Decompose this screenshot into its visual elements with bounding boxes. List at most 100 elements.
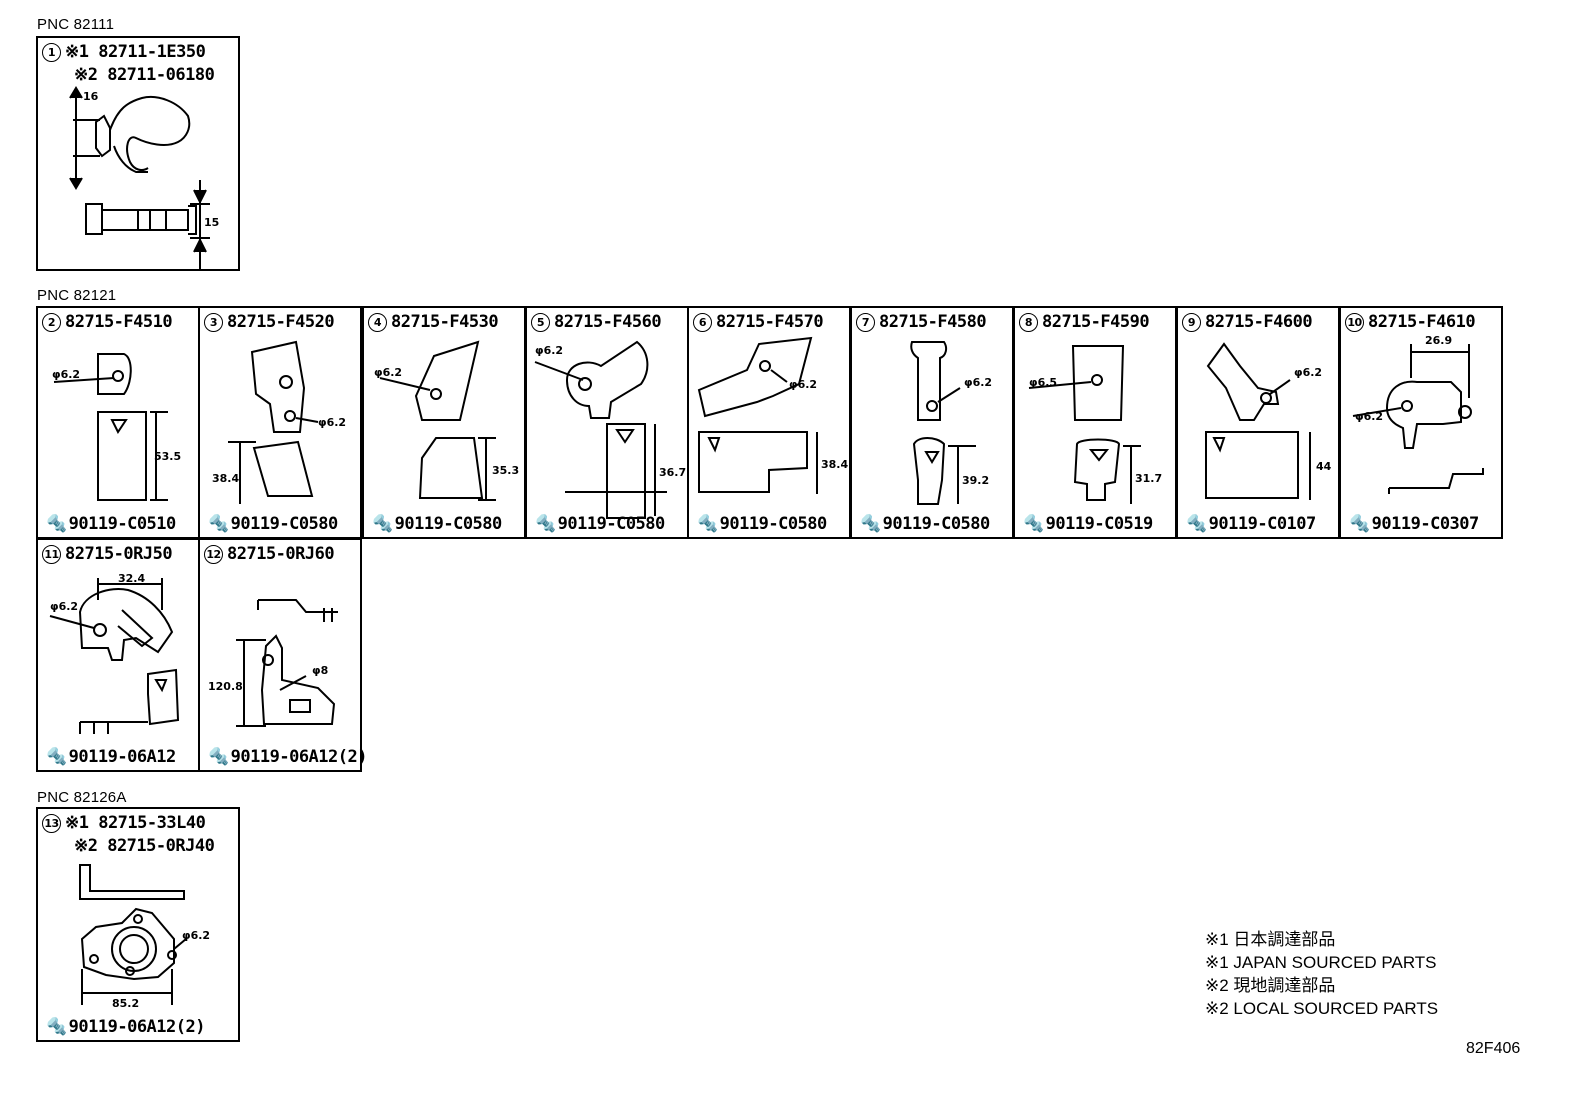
bracket-drawing: φ6.2 53.5 <box>52 353 181 501</box>
part-number: 82715-F4570 <box>716 312 824 332</box>
bolt-part-number: 90119-C0580 <box>882 514 991 534</box>
hole-size-label: φ6.2 <box>50 600 78 613</box>
item-number-badge: 13 <box>42 814 61 833</box>
bolt-callout: 🔩90119-06A12(2) <box>208 747 367 767</box>
bolt-callout: 🔩90119-C0580 <box>372 514 502 534</box>
note-line: ※1 日本調達部品 <box>1205 930 1336 949</box>
bolt-callout: 🔩90119-C0580 <box>208 514 338 534</box>
hole-size-label: φ6.2 <box>964 376 992 389</box>
bolt-part-number: 90119-C0307 <box>1371 514 1480 534</box>
bolt-icon: 🔩 <box>208 514 229 534</box>
note-line: ※2 現地調達部品 <box>1205 976 1336 995</box>
bracket-drawing: φ6.2 26.9 <box>1352 334 1484 494</box>
dimension-label: 53.5 <box>154 450 181 463</box>
part-number: 82715-F4610 <box>1368 312 1476 332</box>
hole-size-label: φ6.2 <box>535 344 563 357</box>
dimension-label: 38.4 <box>821 458 848 471</box>
bolt-callout: 🔩90119-C0519 <box>1023 514 1153 534</box>
bolt-part-number: 90119-C0107 <box>1208 514 1317 534</box>
part-number: 82715-F4580 <box>879 312 987 332</box>
bracket-drawing: φ6.2 85.2 <box>79 864 210 1010</box>
item-number-badge: 11 <box>42 545 61 564</box>
hole-size-label: φ8 <box>312 664 328 677</box>
part-number: 82715-F4510 <box>65 312 173 332</box>
bolt-callout: 🔩90119-C0580 <box>697 514 827 534</box>
bracket-drawing: φ6.5 31.7 <box>1028 345 1162 504</box>
bolt-icon: 🔩 <box>46 747 67 767</box>
dimension-label: 31.7 <box>1135 472 1162 485</box>
hole-size-label: φ6.2 <box>52 368 80 381</box>
item-number-badge: 2 <box>42 313 61 332</box>
bracket-drawing: φ8 120.8 <box>208 599 338 727</box>
dimension-label: 26.9 <box>1425 334 1452 347</box>
item-number-badge: 7 <box>856 313 875 332</box>
item-number-badge: 6 <box>693 313 712 332</box>
bracket-drawing: φ6.2 39.2 <box>910 341 992 505</box>
bolt-icon: 🔩 <box>372 514 393 534</box>
bracket-drawing: φ6.2 35.3 <box>374 340 519 501</box>
bolt-icon: 🔩 <box>697 514 718 534</box>
part-number-alt: ※2 82715-0RJ40 <box>74 836 215 856</box>
part-panel-1[interactable]: 1※1 82711-1E350 ※2 82711-06180 16 15 <box>36 36 240 271</box>
dimension-label: 85.2 <box>112 997 139 1010</box>
bolt-callout: 🔩90119-C0580 <box>860 514 990 534</box>
hole-size-label: φ6.2 <box>789 378 817 391</box>
bracket-drawing: φ6.2 38.4 <box>212 340 346 504</box>
part-number: ※1 82715-33L40 <box>65 813 206 833</box>
bolt-callout: 🔩90119-C0307 <box>1349 514 1479 534</box>
item-number-badge: 1 <box>42 43 61 62</box>
bolt-part-number: 90119-06A12(2) <box>230 747 368 767</box>
bracket-drawing: φ6.2 44 <box>1205 342 1332 500</box>
dimension-label: 32.4 <box>118 572 145 585</box>
bolt-part-number: 90119-C0580 <box>557 514 666 534</box>
part-callout: 1※1 82711-1E350 <box>42 42 206 62</box>
part-number: 82715-0RJ50 <box>65 544 173 564</box>
hole-size-label: φ6.2 <box>1294 366 1322 379</box>
pnc-label-82111: PNC 82111 <box>37 16 115 33</box>
bolt-icon: 🔩 <box>1186 514 1207 534</box>
hole-size-label: φ6.2 <box>374 366 402 379</box>
hole-size-label: φ6.5 <box>1029 376 1057 389</box>
bolt-icon: 🔩 <box>208 747 229 767</box>
bolt-part-number: 90119-C0580 <box>230 514 339 534</box>
bolt-icon: 🔩 <box>535 514 556 534</box>
bolt-callout: 🔩90119-C0580 <box>535 514 665 534</box>
bolt-icon: 🔩 <box>860 514 881 534</box>
bracket-drawing: φ6.2 36.7 <box>534 340 686 519</box>
item-number-badge: 12 <box>204 545 223 564</box>
note-line: ※2 LOCAL SOURCED PARTS <box>1205 999 1439 1018</box>
hole-size-label: φ6.2 <box>1355 410 1383 423</box>
item-number-badge: 10 <box>1345 313 1364 332</box>
part-panel-13[interactable]: 13※1 82715-33L40 ※2 82715-0RJ40 φ6.2 85.… <box>36 807 240 1042</box>
bolt-icon: 🔩 <box>46 1017 67 1037</box>
bracket-drawing: φ6.2 38.4 <box>697 336 848 494</box>
part-number: ※1 82711-1E350 <box>65 42 206 62</box>
diagram-reference-code: 82F406 <box>1466 1040 1521 1057</box>
dimension-label: 44 <box>1316 460 1332 473</box>
bolt-callout: 🔩90119-06A12(2) <box>46 1017 205 1037</box>
bolt-part-number: 90119-C0580 <box>394 514 503 534</box>
dimension-label: 39.2 <box>962 474 989 487</box>
bolt-icon: 🔩 <box>1349 514 1370 534</box>
bolt-part-number: 90119-C0510 <box>68 514 177 534</box>
